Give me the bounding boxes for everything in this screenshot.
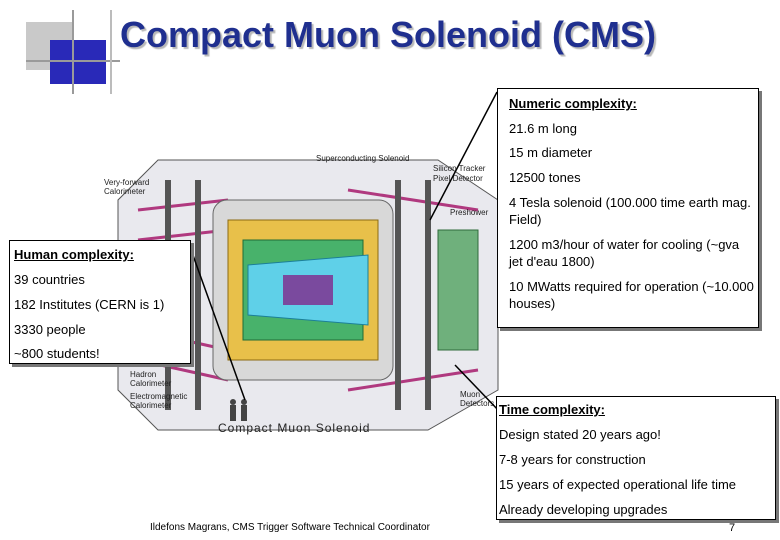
label-muon-detectors: Muon Detectors <box>460 390 495 408</box>
decor-square-blue <box>50 40 106 84</box>
label-superconducting-solenoid: Superconducting Solenoid <box>316 154 410 163</box>
numeric-item: 12500 tones <box>509 170 581 185</box>
label-electromagnetic-calorimeter: Electromagnetic Calorimeter <box>130 392 188 410</box>
time-item: 7-8 years for construction <box>499 452 646 467</box>
decor-rule-vertical-right <box>110 10 112 94</box>
label-silicon-tracker: Silicon Tracker <box>433 164 486 173</box>
human-item: ~800 students! <box>14 346 100 361</box>
numeric-item: 15 m diameter <box>509 145 593 160</box>
time-complexity-box: Time complexity: Design stated 20 years … <box>496 396 776 520</box>
numeric-item: 10 MWatts required for operation (~10.00… <box>509 279 754 311</box>
human-complexity-box: Human complexity: 39 countries 182 Insti… <box>9 240 191 364</box>
time-item: Design stated 20 years ago! <box>499 427 661 442</box>
human-complexity-heading: Human complexity: <box>14 247 134 262</box>
decor-rule-vertical <box>72 10 74 94</box>
slide-title: Compact Muon Solenoid (CMS) <box>120 14 656 55</box>
numeric-item: 21.6 m long <box>509 121 577 136</box>
label-pixel-detector: Pixel Detector <box>433 174 483 183</box>
label-preshower: Preshower <box>450 208 489 217</box>
numeric-complexity-heading: Numeric complexity: <box>509 96 637 111</box>
label-very-forward-calorimeter: Very-forward Calorimeter <box>104 178 150 196</box>
page-number: 7 <box>729 522 736 534</box>
footer-credit: Ildefons Magrans, CMS Trigger Software T… <box>150 522 430 533</box>
human-item: 39 countries <box>14 272 85 287</box>
diagram-caption: Compact Muon Solenoid <box>218 421 371 435</box>
human-item: 182 Institutes (CERN is 1) <box>14 297 165 312</box>
numeric-item: 1200 m3/hour of water for cooling (~gva … <box>509 237 740 269</box>
numeric-complexity-box: Numeric complexity: 21.6 m long 15 m dia… <box>497 88 759 328</box>
time-item: Already developing upgrades <box>499 502 668 517</box>
time-complexity-heading: Time complexity: <box>499 402 605 417</box>
human-item: 3330 people <box>14 322 86 337</box>
label-hadron-calorimeter: Hadron Calorimeter <box>130 370 172 388</box>
numeric-item: 4 Tesla solenoid (100.000 time earth mag… <box>509 195 751 227</box>
time-item: 15 years of expected operational life ti… <box>499 477 737 492</box>
